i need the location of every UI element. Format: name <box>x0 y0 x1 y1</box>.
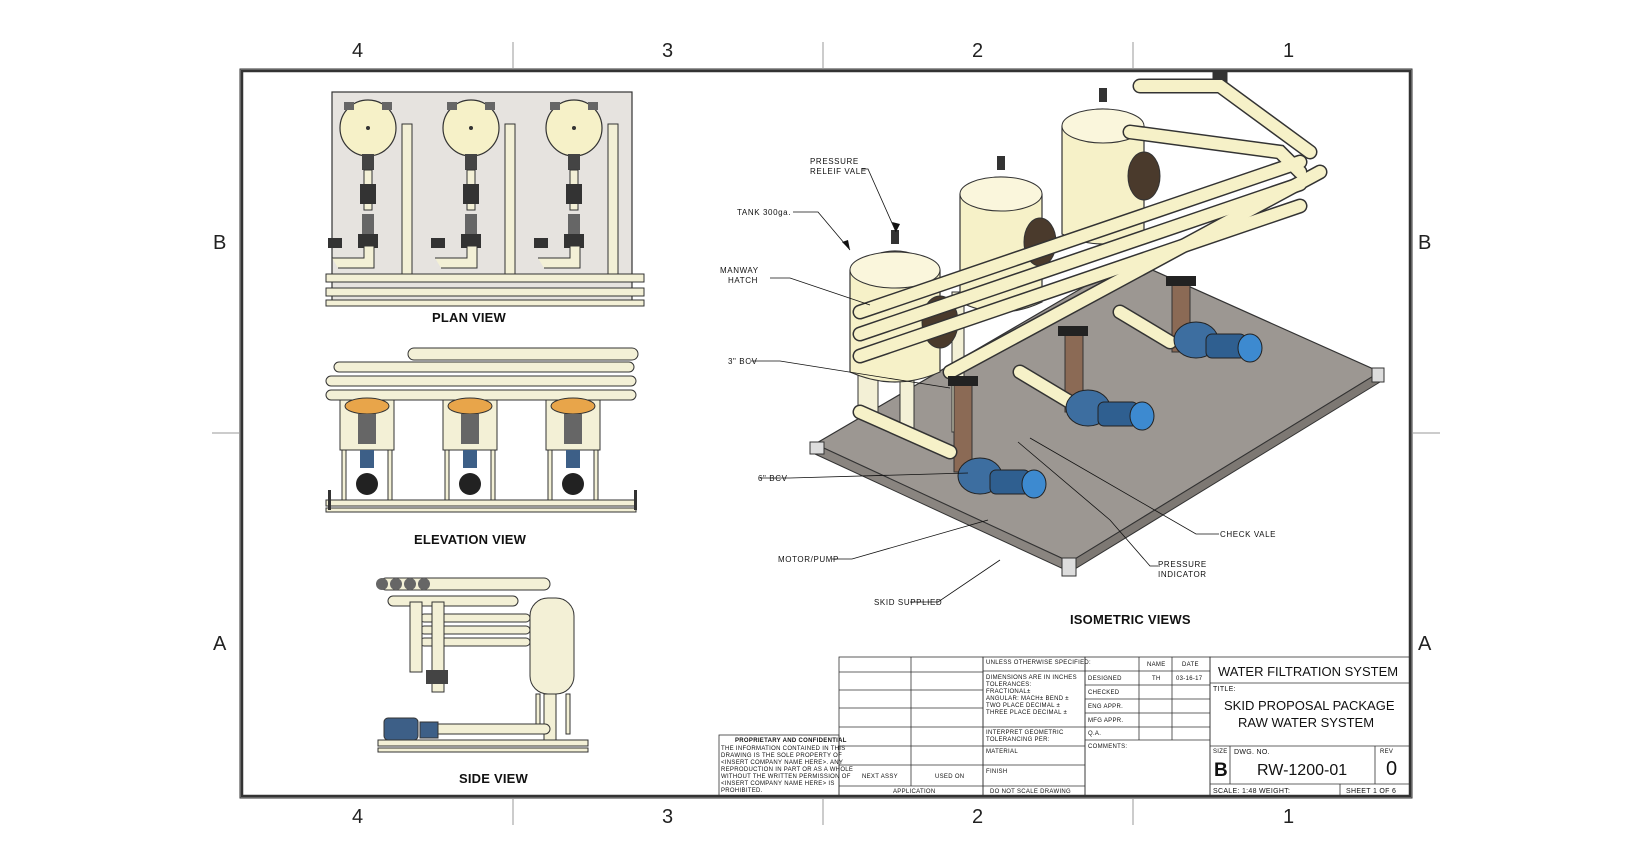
application-label: APPLICATION <box>893 789 936 795</box>
proprietary-line-5: WITHOUT THE WRITTEN PERMISSION OF <box>721 774 851 780</box>
interpret-line-1: INTERPRET GEOMETRIC <box>986 730 1064 736</box>
proprietary-line-4: REPRODUCTION IN PART OR AS A WHOLE <box>721 767 854 773</box>
callout-pressure-relief: PRESSURE RELEIF VALE <box>810 157 867 177</box>
proprietary-line-2: DRAWING IS THE SOLE PROPERTY OF <box>721 753 843 759</box>
callout-pressure-relief-line2: RELEIF VALE <box>810 167 867 176</box>
zone-col-2-bottom: 2 <box>972 806 984 828</box>
dwg-no-value: RW-1200-01 <box>1257 762 1348 779</box>
isometric-view-label: ISOMETRIC VIEWS <box>1070 612 1191 627</box>
elevation-view-label: ELEVATION VIEW <box>414 532 527 547</box>
elevation-view-drawing <box>325 347 639 513</box>
scale-weight: SCALE: 1:48 WEIGHT: <box>1213 788 1291 795</box>
dims-line-4: ANGULAR: MACH± BEND ± <box>986 696 1069 702</box>
unless-specified: UNLESS OTHERWISE SPECIFIED: <box>986 660 1092 666</box>
date-header: DATE <box>1182 662 1199 668</box>
next-assy-label: NEXT ASSY <box>862 774 898 780</box>
callout-6in-bcv: 6" BCV <box>758 474 788 483</box>
title-line-2: RAW WATER SYSTEM <box>1238 715 1375 730</box>
drawn-date: 03-16-17 <box>1176 676 1203 682</box>
proprietary-line-7: PROHIBITED. <box>721 788 763 794</box>
zone-row-a-right: A <box>1418 633 1432 655</box>
dims-line-3: FRACTIONAL± <box>986 689 1031 695</box>
dims-line-6: THREE PLACE DECIMAL ± <box>986 710 1068 716</box>
interpret-line-2: TOLERANCING PER: <box>986 737 1050 743</box>
used-on-label: USED ON <box>935 774 965 780</box>
material-label: MATERIAL <box>986 749 1018 755</box>
dims-line-1: DIMENSIONS ARE IN INCHES <box>986 675 1077 681</box>
title-label: TITLE: <box>1213 686 1236 693</box>
zone-row-a-left: A <box>213 633 227 655</box>
size-value: B <box>1214 760 1228 781</box>
callout-manway-line1: MANWAY <box>720 266 759 275</box>
callout-manway: MANWAY HATCH <box>720 266 759 286</box>
zone-col-2-top: 2 <box>972 40 984 62</box>
zone-col-1-top: 1 <box>1283 40 1295 62</box>
eng-appr-label: ENG APPR. <box>1088 704 1124 710</box>
isometric-view-drawing <box>809 72 1385 577</box>
drawn-name: TH <box>1152 676 1161 682</box>
callout-pressure-relief-line1: PRESSURE <box>810 157 859 166</box>
title-line-1: SKID PROPOSAL PACKAGE <box>1224 698 1395 713</box>
rev-value: 0 <box>1386 758 1398 780</box>
size-label: SIZE <box>1213 749 1228 755</box>
callout-pressure-indicator-line2: INDICATOR <box>1158 570 1207 579</box>
proprietary-line-3: <INSERT COMPANY NAME HERE>. ANY <box>721 760 844 766</box>
zone-col-3-bottom: 3 <box>662 806 674 828</box>
zone-row-b-left: B <box>213 232 227 254</box>
callout-skid: SKID SUPPLIED <box>874 598 943 607</box>
zone-col-4-top: 4 <box>352 40 364 62</box>
dims-line-5: TWO PLACE DECIMAL ± <box>986 703 1061 709</box>
side-view-label: SIDE VIEW <box>459 771 528 786</box>
checked-label: CHECKED <box>1088 690 1120 696</box>
proprietary-line-1: THE INFORMATION CONTAINED IN THIS <box>721 746 846 752</box>
proprietary-title: PROPRIETARY AND CONFIDENTIAL <box>735 738 847 744</box>
proprietary-line-6: <INSERT COMPANY NAME HERE> IS <box>721 781 835 787</box>
callout-manway-line2: HATCH <box>728 276 758 285</box>
dims-line-2: TOLERANCES: <box>986 682 1032 688</box>
zone-col-4-bottom: 4 <box>352 806 364 828</box>
plan-view-label: PLAN VIEW <box>432 310 507 325</box>
qa-label: Q.A. <box>1088 731 1102 737</box>
mfg-appr-label: MFG APPR. <box>1088 718 1124 724</box>
callout-3in-bcv: 3" BCV <box>728 357 758 366</box>
callout-motor-pump: MOTOR/PUMP <box>778 555 839 564</box>
dwg-no-label: DWG. NO. <box>1234 749 1270 756</box>
zone-col-1-bottom: 1 <box>1283 806 1295 828</box>
callout-pressure-indicator-line1: PRESSURE <box>1158 560 1207 569</box>
drawn-label: DESIGNED <box>1088 676 1122 682</box>
zone-col-3-top: 3 <box>662 40 674 62</box>
name-header: NAME <box>1147 662 1166 668</box>
zone-row-b-right: B <box>1418 232 1432 254</box>
comments-label: COMMENTS: <box>1088 744 1128 750</box>
company-name: WATER FILTRATION SYSTEM <box>1218 664 1399 679</box>
finish-label: FINISH <box>986 769 1008 775</box>
sheet-number: SHEET 1 OF 6 <box>1346 788 1397 795</box>
plan-view-drawing <box>325 91 645 307</box>
callout-tank: TANK 300ga. <box>737 208 792 217</box>
rev-label: REV <box>1380 749 1394 755</box>
do-not-scale: DO NOT SCALE DRAWING <box>990 789 1072 795</box>
callout-pressure-indicator: PRESSURE INDICATOR <box>1158 560 1207 580</box>
side-view-drawing <box>376 577 589 753</box>
callout-check-valve: CHECK VALE <box>1220 530 1277 539</box>
